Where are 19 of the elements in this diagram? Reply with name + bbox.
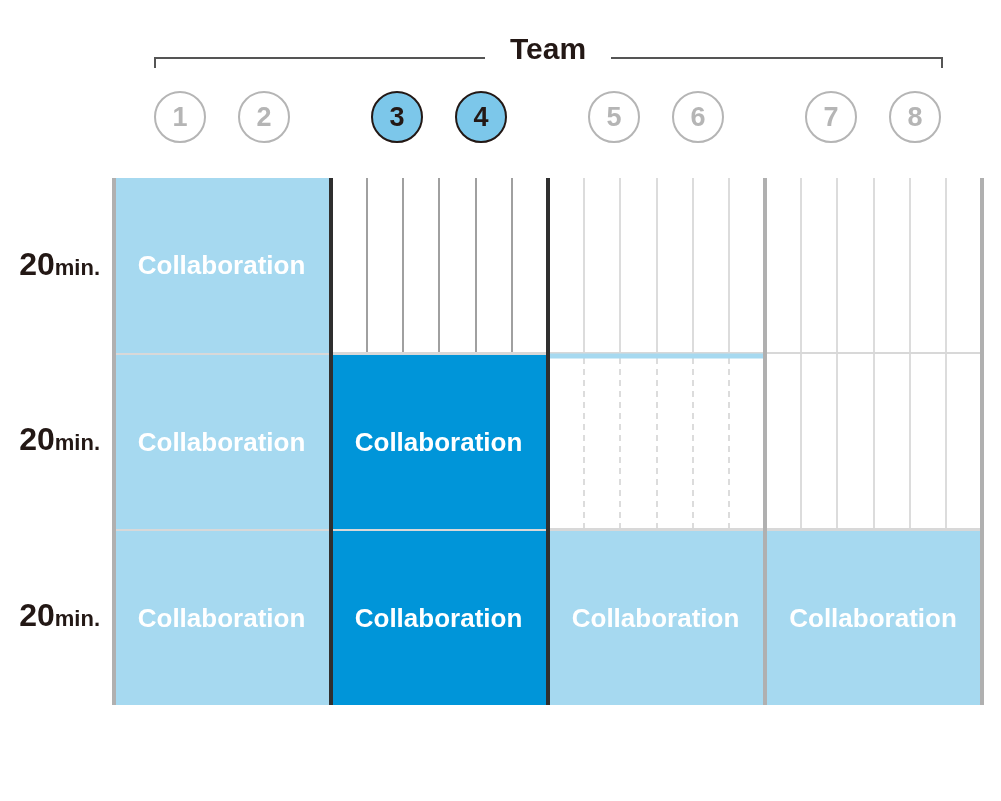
member-circle: 3 — [371, 91, 423, 143]
collaboration-block: Collaboration — [113, 353, 330, 529]
collaboration-block: Collaboration — [113, 529, 330, 705]
collaboration-block: Collaboration — [330, 529, 547, 705]
team-heading: Team — [508, 32, 588, 66]
member-circle: 5 — [588, 91, 640, 143]
collaboration-block: Collaboration — [764, 529, 982, 705]
member-circle: 1 — [154, 91, 206, 143]
member-circle: 7 — [805, 91, 857, 143]
duration-label: 20min. — [18, 246, 100, 283]
collaboration-block: Collaboration — [547, 529, 764, 705]
duration-label: 20min. — [18, 597, 100, 634]
collaboration-block: Collaboration — [330, 353, 547, 529]
member-circle: 2 — [238, 91, 290, 143]
member-circle: 6 — [672, 91, 724, 143]
member-circle: 8 — [889, 91, 941, 143]
duration-label: 20min. — [18, 421, 100, 458]
collaboration-block: Collaboration — [113, 178, 330, 353]
member-circle: 4 — [455, 91, 507, 143]
